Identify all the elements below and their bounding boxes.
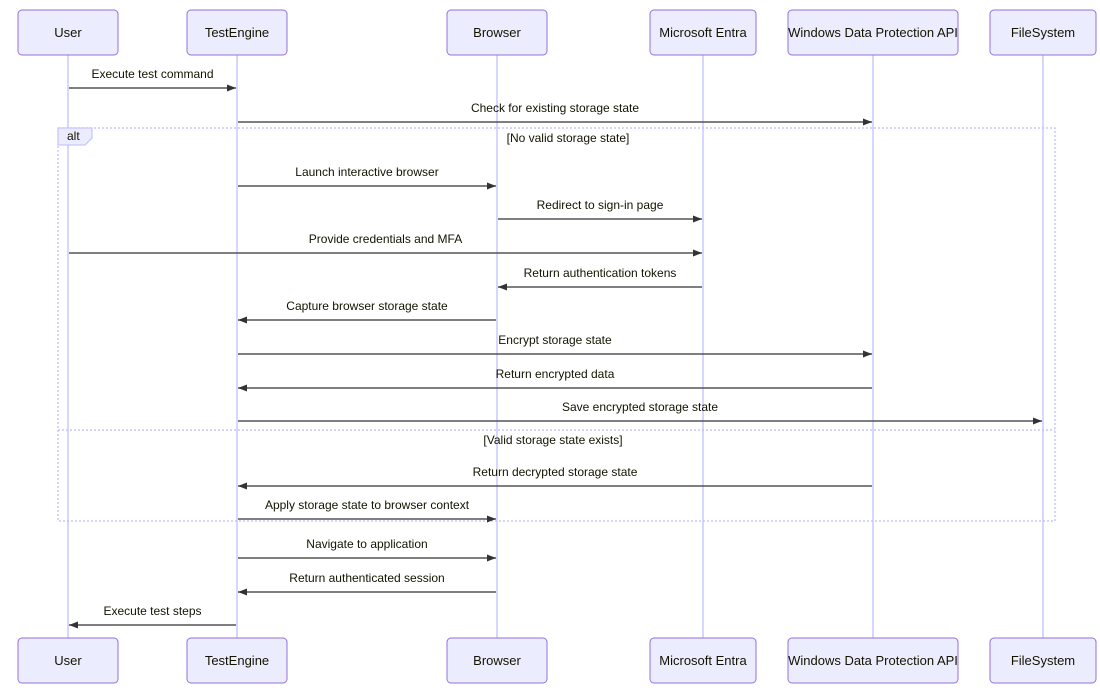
message-label-3: Redirect to sign-in page [537,198,664,212]
message-label-14: Execute test steps [103,604,201,618]
message-label-5: Return authentication tokens [524,266,677,280]
participant-label-browser-bottom: Browser [473,653,521,668]
message-label-6: Capture browser storage state [286,299,448,313]
participant-label-dpapi-bottom: Windows Data Protection API [788,653,958,668]
participant-box-dpapi-top[interactable] [787,9,959,56]
participant-label-browser-top: Browser [473,25,521,40]
participant-label-testengine-bottom: TestEngine [205,653,269,668]
participant-box-testengine-top[interactable] [186,9,288,56]
alt-condition-label-0: [No valid storage state] [507,131,630,145]
alt-fragment-group: alt [No valid storage state] [Valid storag… [57,127,1056,522]
participant-box-filesystem-top[interactable] [989,9,1097,56]
participant-box-dpapi-bottom[interactable] [787,637,959,684]
participant-box-user-bottom[interactable] [17,637,119,684]
message-label-9: Save encrypted storage state [562,400,718,414]
participant-label-user-top: User [54,25,82,40]
participant-box-browser-bottom[interactable] [446,637,548,684]
message-label-11: Apply storage state to browser context [265,498,470,512]
participant-box-filesystem-bottom[interactable] [989,637,1097,684]
message-label-10: Return decrypted storage state [473,465,638,479]
message-label-0: Execute test command [91,67,213,81]
participant-label-testengine-top: TestEngine [205,25,269,40]
alt-operator-label: alt [67,129,80,143]
participant-box-entra-bottom[interactable] [649,637,757,684]
participant-label-entra-top: Microsoft Entra [659,25,747,40]
message-label-2: Launch interactive browser [295,165,438,179]
actors-group: UserUserTestEngineTestEngineBrowserBrows… [17,9,1097,684]
alt-condition-label-1: [Valid storage state exists] [483,433,622,447]
alt-fragment-frame [57,127,1056,522]
participant-label-entra-bottom: Microsoft Entra [659,653,747,668]
message-label-1: Check for existing storage state [471,101,639,115]
message-label-12: Navigate to application [306,537,427,551]
participant-box-browser-top[interactable] [446,9,548,56]
alt-fragment-tab [57,127,93,146]
participant-box-user-top[interactable] [17,9,119,56]
message-label-4: Provide credentials and MFA [309,232,462,246]
participant-box-entra-top[interactable] [649,9,757,56]
message-label-7: Encrypt storage state [498,333,612,347]
participant-label-user-bottom: User [54,653,82,668]
lifelines-group [67,55,1044,638]
participant-label-filesystem-bottom: FileSystem [1011,653,1075,668]
message-label-13: Return authenticated session [289,571,444,585]
message-label-8: Return encrypted data [496,367,615,381]
participant-label-filesystem-top: FileSystem [1011,25,1075,40]
participant-box-testengine-bottom[interactable] [186,637,288,684]
participant-label-dpapi-top: Windows Data Protection API [788,25,958,40]
